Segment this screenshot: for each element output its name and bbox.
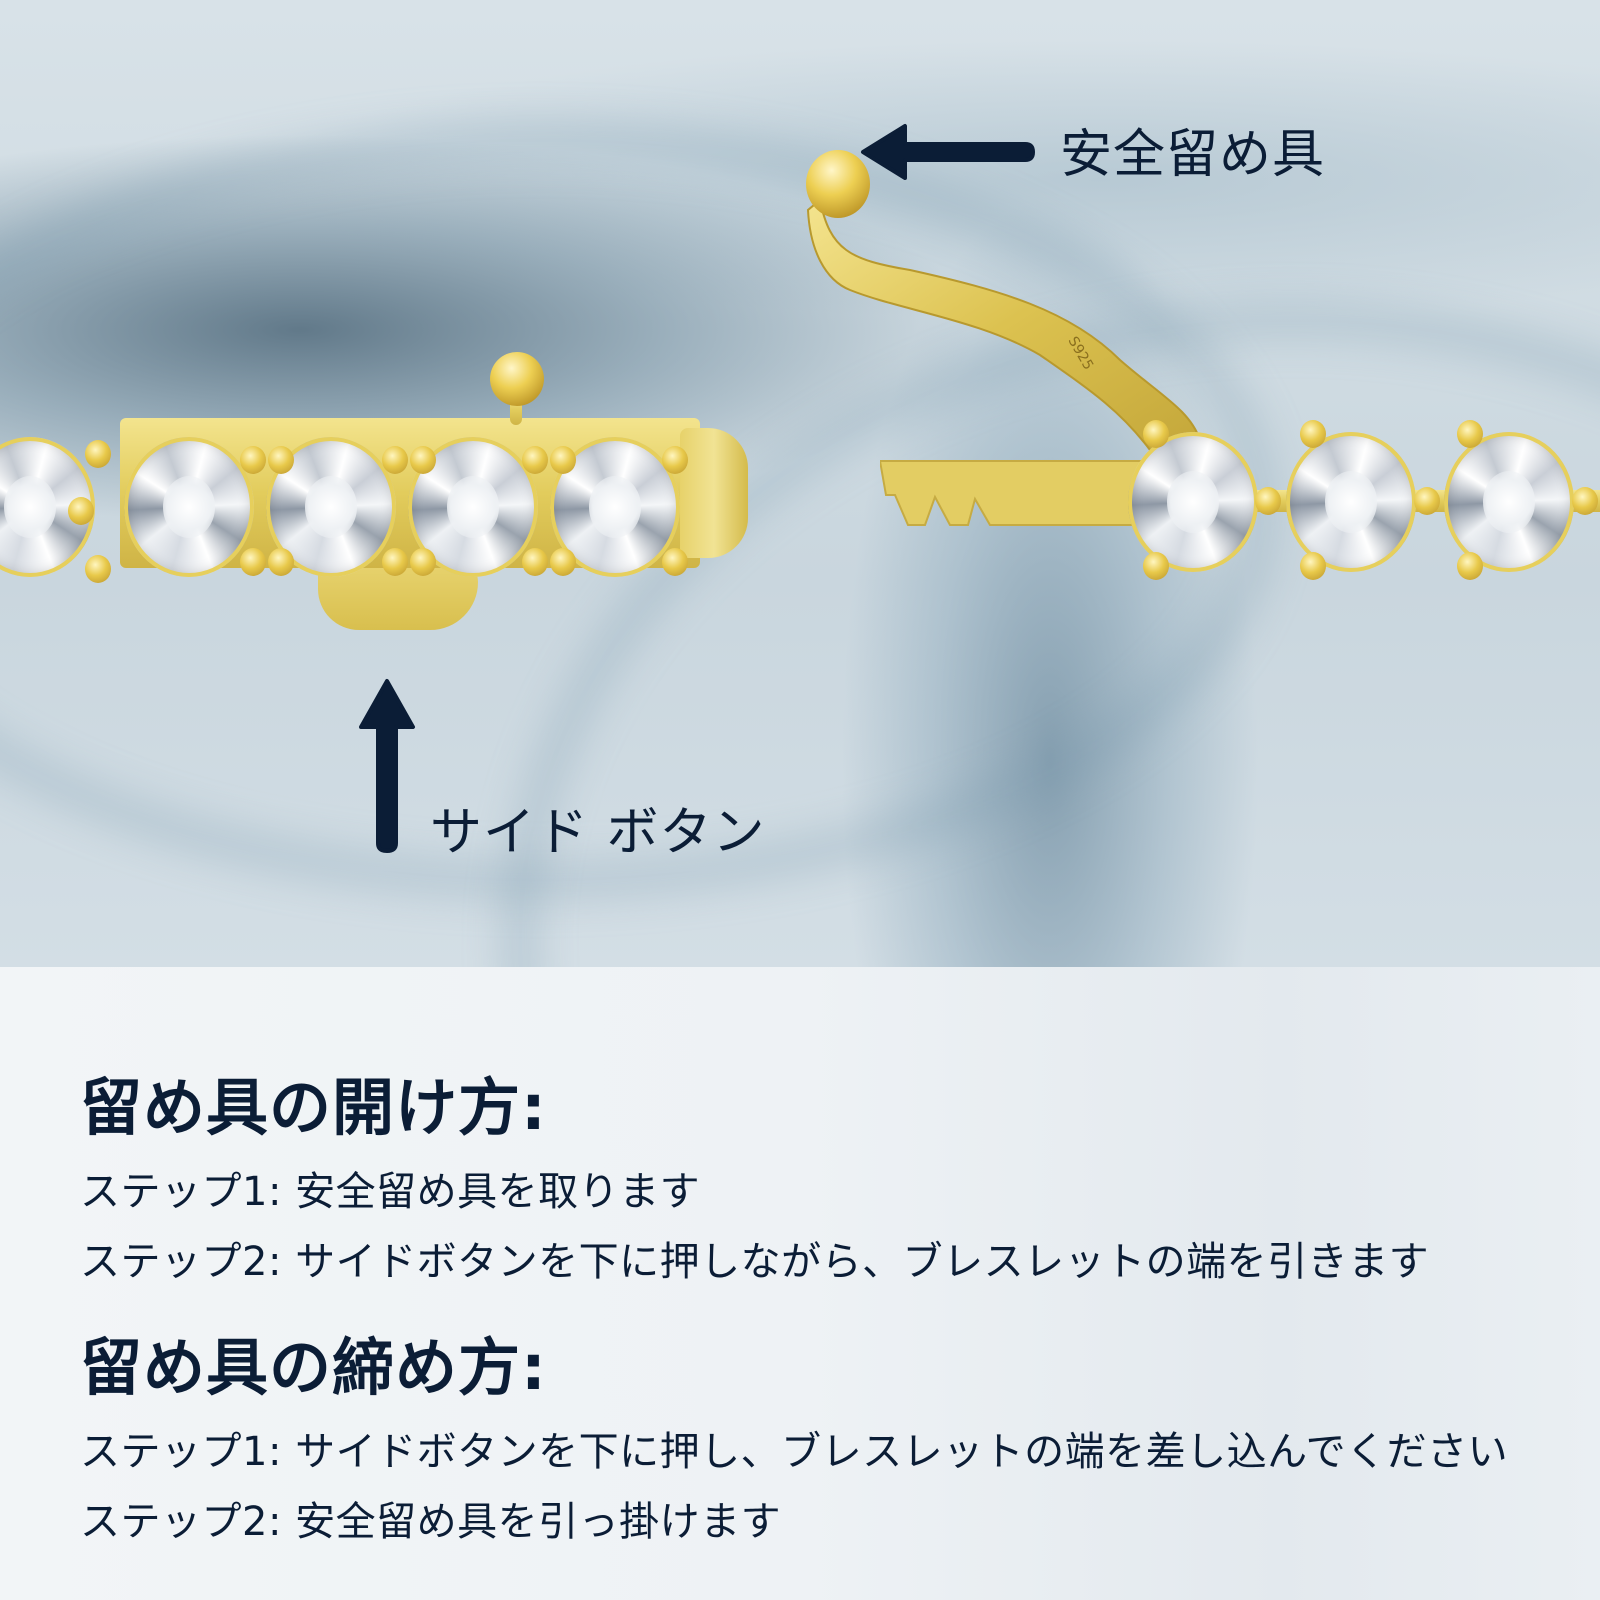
prong [382, 548, 408, 576]
prong [550, 446, 576, 474]
prong [1457, 420, 1483, 448]
prong [85, 555, 111, 583]
prong [1300, 552, 1326, 580]
prong [1143, 420, 1169, 448]
prong [382, 446, 408, 474]
prong [522, 446, 548, 474]
prong [240, 446, 266, 474]
up-arrow-icon [359, 679, 415, 853]
prong [68, 497, 94, 525]
stone [1444, 432, 1574, 572]
prong [268, 548, 294, 576]
prong [1457, 552, 1483, 580]
safety-clasp-label: 安全留め具 [1060, 125, 1326, 185]
close-step-1: ステップ1: サイドボタンを下に押し、ブレスレットの端を差し込んでください [80, 1429, 1509, 1475]
close-instructions: 留め具の締め方: ステップ1: サイドボタンを下に押し、ブレスレットの端を差し込… [80, 1317, 1508, 1547]
clasp-box-end [680, 428, 748, 558]
prong [85, 440, 111, 468]
open-step-1: ステップ1: 安全留め具を取ります [80, 1169, 701, 1215]
instructions-panel: 留め具の開け方: ステップ1: 安全留め具を取ります ステップ2: サイドボタン… [0, 967, 1600, 1600]
prong [662, 548, 688, 576]
close-step-2: ステップ2: 安全留め具を引っ掛けます [80, 1499, 782, 1545]
left-arrow-icon [861, 124, 1035, 180]
prong [1572, 487, 1598, 515]
prong [1143, 552, 1169, 580]
product-photo: S925 安全留め具 サイド ボタン [0, 0, 1600, 967]
stone [124, 437, 254, 577]
safety-post-ball [490, 352, 544, 406]
side-button-label: サイド ボタン [430, 803, 766, 863]
prong [410, 548, 436, 576]
stone [1286, 432, 1416, 572]
prong [550, 548, 576, 576]
prong [240, 548, 266, 576]
prong [268, 446, 294, 474]
prong [522, 548, 548, 576]
prong [1414, 487, 1440, 515]
open-instructions: 留め具の開け方: ステップ1: 安全留め具を取ります ステップ2: サイドボタン… [80, 1057, 1429, 1287]
safety-clasp-ball [806, 150, 870, 218]
prong [1300, 420, 1326, 448]
open-step-2: ステップ2: サイドボタンを下に押しながら、ブレスレットの端を引きます [80, 1239, 1430, 1285]
close-title: 留め具の締め方: [80, 1331, 547, 1404]
stone [1128, 432, 1258, 572]
prong [662, 446, 688, 474]
prong [1255, 487, 1281, 515]
open-title: 留め具の開け方: [80, 1071, 547, 1144]
prong [410, 446, 436, 474]
